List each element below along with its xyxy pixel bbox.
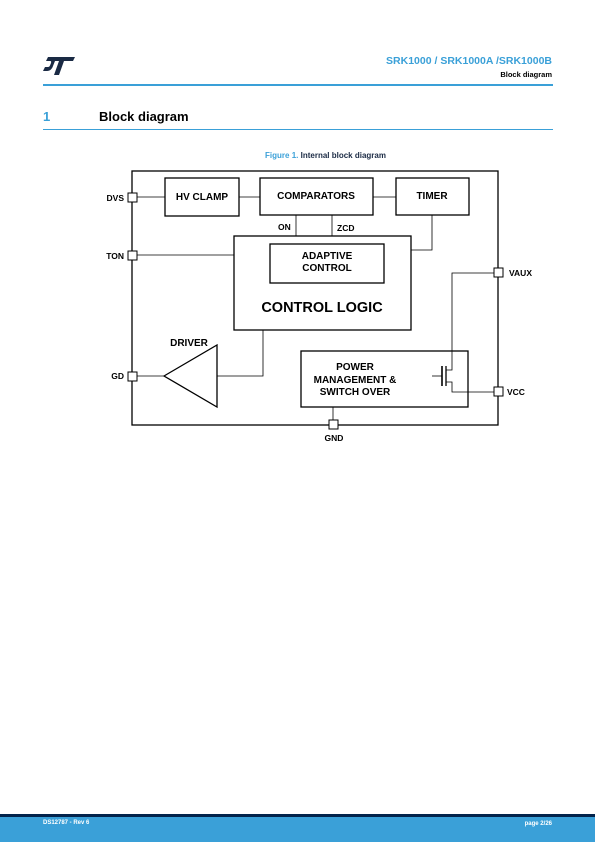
power-management-label-1: POWER — [336, 362, 375, 373]
on-signal-label: ON — [278, 222, 291, 232]
ton-pin-label: TON — [106, 251, 124, 261]
control-logic-block — [233, 235, 412, 331]
pin-gd — [127, 371, 138, 382]
comparators-label: COMPARATORS — [277, 191, 355, 202]
power-management-label-3: SWITCH OVER — [320, 387, 391, 398]
dvs-pin-label: DVS — [107, 193, 125, 203]
pin-gnd — [328, 419, 339, 430]
figure-caption: Figure 1. Internal block diagram — [0, 151, 595, 160]
hv-clamp-label: HV CLAMP — [176, 192, 229, 203]
vcc-pin-label: VCC — [507, 387, 525, 397]
wire-switch-vcc — [446, 381, 494, 393]
figure-caption-text: Internal block diagram — [300, 151, 386, 160]
vaux-pin-label: VAUX — [509, 268, 532, 278]
timer-block — [395, 177, 470, 216]
footer-page-number: page 2/26 — [524, 821, 552, 827]
power-management-label-2: MANAGEMENT & — [314, 375, 397, 386]
comparators-block — [259, 177, 374, 216]
footer-band — [0, 817, 595, 842]
figure-label: Figure 1. — [265, 151, 299, 160]
adaptive-control-block — [269, 243, 385, 284]
st-logo-icon — [42, 56, 76, 81]
adaptive-control-label-1: ADAPTIVE — [302, 251, 353, 262]
header-title: SRK1000 / SRK1000A /SRK1000B — [386, 55, 552, 67]
switch-transistor-icon — [432, 366, 447, 386]
power-management-block — [300, 350, 469, 408]
pin-dvs — [127, 192, 138, 203]
zcd-signal-label: ZCD — [337, 223, 354, 233]
wire-logic-driver — [217, 330, 264, 377]
pin-ton — [127, 250, 138, 261]
wire-vaux-switch — [446, 272, 494, 371]
section-number: 1 — [43, 109, 51, 124]
wire-timer-logic — [411, 215, 433, 251]
footer-doc-id: DS12787 - Rev 6 — [43, 820, 90, 826]
section-title: Block diagram — [99, 109, 189, 124]
driver-label: DRIVER — [170, 338, 209, 349]
footer-rule — [0, 814, 595, 817]
gd-pin-label: GD — [111, 371, 124, 381]
section-rule — [43, 129, 553, 130]
driver-triangle — [162, 343, 218, 409]
header-rule — [43, 84, 553, 86]
pin-vcc — [493, 386, 504, 397]
pin-vaux — [493, 267, 504, 278]
timer-label: TIMER — [416, 191, 448, 202]
control-logic-label: CONTROL LOGIC — [261, 300, 383, 316]
header-subtitle: Block diagram — [500, 70, 552, 79]
gnd-pin-label: GND — [325, 433, 344, 443]
adaptive-control-label-2: CONTROL — [302, 263, 351, 274]
chip-outline — [131, 170, 499, 426]
